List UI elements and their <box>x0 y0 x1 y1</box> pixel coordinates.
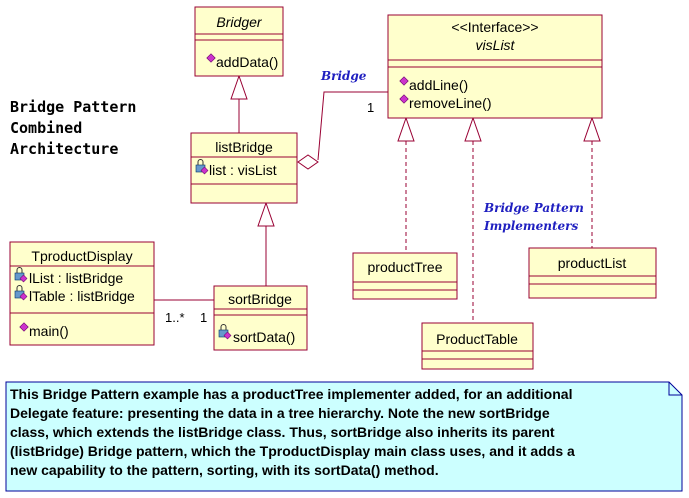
realization-arrowhead <box>464 116 482 142</box>
realization-arrowhead <box>583 116 601 142</box>
class-name: Bridger <box>216 14 262 30</box>
class-bridger[interactable]: Bridger addData() <box>194 6 284 77</box>
class-producttable[interactable]: ProductTable <box>421 322 534 370</box>
description-note: This Bridge Pattern example has a produc… <box>5 381 683 492</box>
class-tproductdisplay[interactable]: TproductDisplay lList : listBridge lTabl… <box>9 241 155 346</box>
multiplicity-many: 1..* <box>165 310 185 325</box>
implementers-label-line1: Bridge Pattern <box>483 201 584 215</box>
note-line: Delegate feature: presenting the data in… <box>10 405 550 421</box>
connectors <box>154 74 601 323</box>
note-line: (listBridge) Bridge pattern, which the T… <box>10 443 575 459</box>
class-productlist[interactable]: productList <box>528 247 657 299</box>
class-name: sortBridge <box>228 291 292 307</box>
generalization-arrowhead <box>230 74 248 100</box>
diagram-title: Bridge Pattern Combined Architecture <box>10 98 136 158</box>
bridge-label: Bridge <box>320 69 367 83</box>
class-name: productList <box>558 255 627 271</box>
stereotype-label: <<Interface>> <box>451 19 538 35</box>
note-line: This Bridge Pattern example has a produc… <box>10 386 572 402</box>
attribute-name: lList : listBridge <box>29 270 123 286</box>
svg-text:Bridge Pattern: Bridge Pattern <box>10 98 136 116</box>
svg-text:Combined: Combined <box>10 119 82 137</box>
realization-arrowhead <box>397 116 415 142</box>
interface-vislist[interactable]: <<Interface>> visList addLine() removeLi… <box>387 14 603 119</box>
class-name: listBridge <box>215 139 273 155</box>
multiplicity-one: 1 <box>200 310 207 325</box>
aggregation-diamond <box>297 154 319 170</box>
bridge-aggregation-line <box>317 91 388 161</box>
svg-text:Architecture: Architecture <box>10 140 118 158</box>
method-name: sortData() <box>233 329 295 345</box>
class-name: TproductDisplay <box>31 248 132 264</box>
bridge-multiplicity: 1 <box>367 100 374 115</box>
note-line: class, which extends the listBridge clas… <box>10 424 555 440</box>
attribute-name: list : visList <box>209 162 277 178</box>
generalization-arrowhead <box>257 201 275 227</box>
implementers-label-line2: Implementers <box>483 219 578 233</box>
note-line: new capability to the pattern, sorting, … <box>10 462 439 478</box>
class-name: ProductTable <box>436 331 518 347</box>
method-name: addData() <box>216 54 278 70</box>
class-producttree[interactable]: productTree <box>352 252 458 300</box>
method-name: addLine() <box>409 77 468 93</box>
class-name: productTree <box>368 259 443 275</box>
attribute-name: lTable : listBridge <box>29 288 135 304</box>
class-name: visList <box>476 37 516 53</box>
method-name: main() <box>29 323 69 339</box>
class-sortbridge[interactable]: sortBridge sortData() <box>213 285 308 351</box>
method-name: removeLine() <box>409 95 491 111</box>
class-listbridge[interactable]: listBridge list : visList <box>190 132 298 204</box>
